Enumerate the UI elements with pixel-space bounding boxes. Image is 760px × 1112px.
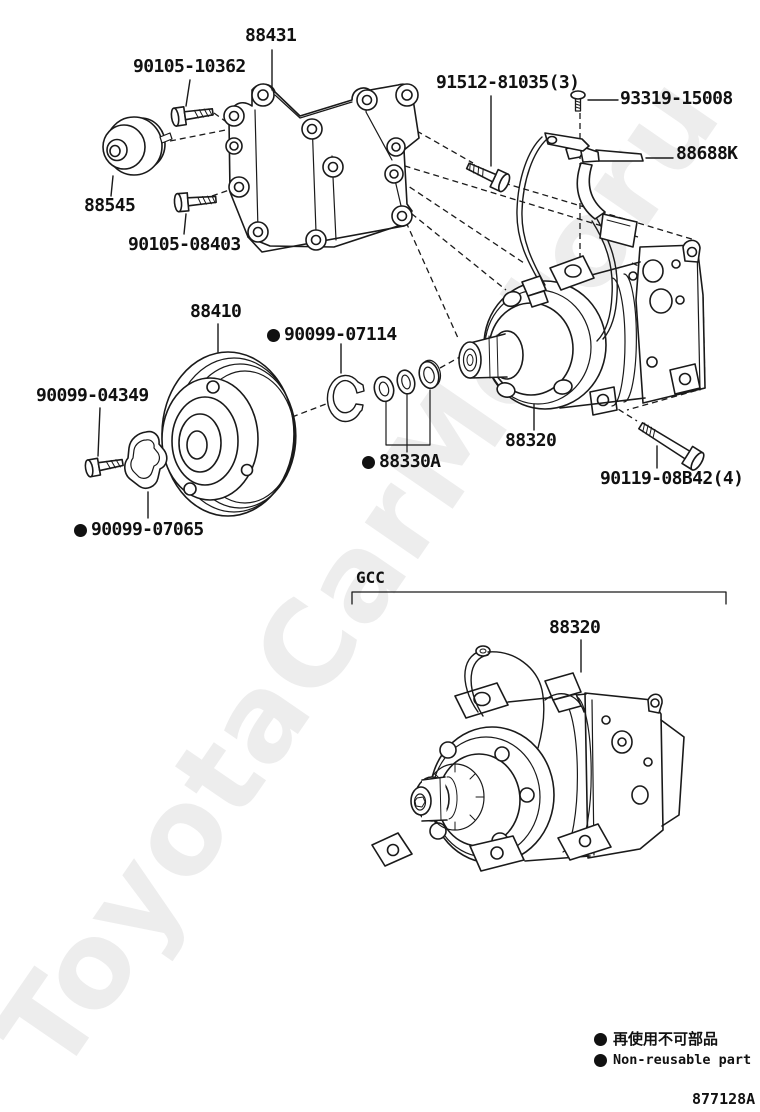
bolt-90105-10362-drawing [170,106,214,127]
region-text: GCC [356,568,385,587]
part-number-text: 90105-10362 [133,56,246,77]
part-number-text: 88330A [379,451,441,472]
leader-lines [97,49,674,673]
part-label-90105-10362: 90105-10362 [133,58,246,76]
part-number-text: 88320 [505,430,557,451]
mounting-bracket-88431-drawing [223,83,420,253]
legend-text-en: Non-reusable part [613,1052,752,1068]
shim-90099-07065-drawing [124,430,168,489]
part-label-93319-15008: 93319-15008 [620,90,733,108]
part-number-text: 88688K [676,143,738,164]
bolt-90099-04349-drawing [84,457,124,478]
legend-non-reusable-en: Non-reusable part [594,1052,752,1068]
bolt-91512-81035-drawing [465,162,511,193]
part-number-text: 88410 [190,301,242,322]
part-number-text: 90099-07065 [91,519,204,540]
part-number-text: 93319-15008 [620,88,733,109]
part-label-90119-08B42: 90119-08B42(4) [600,468,744,489]
part-number-text: 88431 [245,25,297,46]
legend-text-jp: 再使用不可部品 [613,1030,719,1048]
figure-code: 877128A [692,1090,756,1108]
bolt-90105-08403-drawing [173,192,217,213]
part-label-90099-07114: 90099-07114 [267,326,397,344]
bolt-90119-08B42-drawing [638,422,705,471]
shaft-washer-kit-88330A-drawing [373,359,442,453]
part-label-88688K: 88688K [676,143,738,164]
part-label-88545: 88545 [84,195,136,216]
non-reusable-bullet-icon [267,328,280,342]
part-number-text: 88320 [549,617,601,638]
wiring-clamp-88688K-drawing [565,142,644,248]
part-label-90105-08403: 90105-08403 [128,236,241,254]
part-label-88320-gcc: 88320 [549,617,601,638]
part-label-88320-main: 88320 [505,430,557,451]
part-number-text: 90119-08B42(4) [600,468,744,489]
part-number-text: 90105-08403 [128,234,241,255]
non-reusable-bullet-icon [594,1033,607,1046]
non-reusable-bullet-icon [362,455,375,469]
snap-ring-90099-07114-drawing [326,374,365,423]
compressor-88320-gcc-drawing [371,645,685,872]
part-label-90099-04349: 90099-04349 [36,387,149,405]
part-label-88410: 88410 [190,301,242,322]
non-reusable-bullet-icon [594,1054,607,1068]
magnet-clutch-88410-drawing [161,351,297,517]
part-number-text: 90099-07114 [284,324,397,345]
part-number-text: 88545 [84,195,136,216]
part-label-88431: 88431 [245,25,297,46]
idler-pulley-88545-drawing [102,116,173,176]
gcc-variant-bracket [351,591,727,605]
gcc-region-label: GCC [356,570,385,586]
screw-93319-15008-drawing [570,90,586,112]
part-label-88330A: 88330A [362,451,441,472]
legend-non-reusable-jp: 再使用不可部品 [594,1032,718,1047]
part-label-91512-81035: 91512-81035(3) [436,72,580,93]
non-reusable-bullet-icon [74,523,87,537]
part-number-text: 91512-81035(3) [436,72,580,93]
compressor-88320-drawing [458,132,706,416]
part-number-text: 90099-04349 [36,385,149,406]
part-label-90099-07065: 90099-07065 [74,521,204,539]
